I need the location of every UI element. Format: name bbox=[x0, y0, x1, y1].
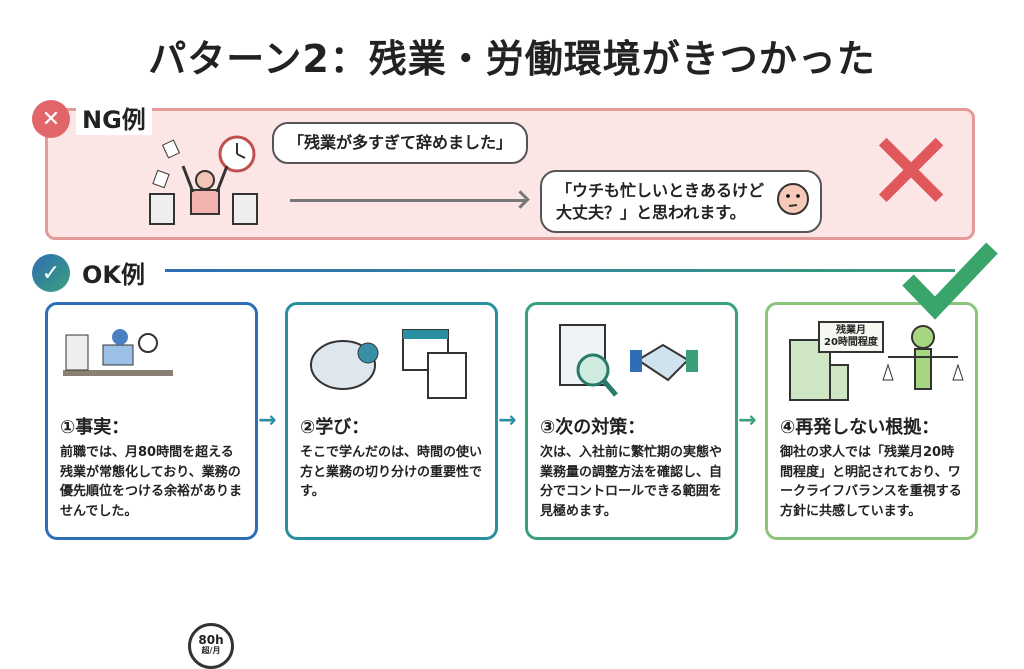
ng-label: NG例 bbox=[76, 100, 152, 135]
big-x-icon: ✕ bbox=[865, 108, 958, 236]
thinking-face-icon bbox=[777, 183, 810, 215]
card-heading: ③次の対策： bbox=[540, 417, 646, 438]
reaction-line: 「ウチも忙しいときあるけど bbox=[556, 181, 765, 200]
arrow-right-icon: → bbox=[738, 408, 757, 433]
brain-calendar-icon bbox=[310, 329, 467, 399]
document-handshake-icon bbox=[559, 324, 698, 397]
overworked-desk-icon bbox=[63, 329, 173, 376]
ok-label: OK例 bbox=[76, 255, 151, 290]
arrow-right-icon: → bbox=[258, 408, 277, 433]
card-text: 前職では、月80時間を超える残業が常態化しており、業務の優先順位をつける余裕があ… bbox=[60, 445, 243, 519]
badge-main: 80h bbox=[198, 633, 224, 647]
interviewer-reaction-bubble: 「ウチも忙しいときあるけど 大丈夫？」と思われます。 bbox=[540, 170, 823, 234]
reaction-line: 大丈夫？」と思われます。 bbox=[556, 202, 746, 222]
sign-line: 20時間程度 bbox=[824, 337, 878, 348]
page-title: パターン2：残業・労働環境がきつかった bbox=[148, 37, 876, 81]
ng-quote-bubble: 「残業が多すぎて辞めました」 bbox=[272, 122, 529, 164]
card-text: 次は、入社前に繁忙期の実態や業務量の調整方法を確認し、自分でコントロールできる範… bbox=[540, 445, 723, 519]
card-heading: ④再発しない根拠： bbox=[780, 417, 940, 438]
card-text: 御社の求人では「残業月20時間程度」と明記されており、ワークライフバランスを重視… bbox=[780, 445, 962, 519]
stressed-worker-icon bbox=[149, 135, 258, 225]
divider bbox=[165, 269, 955, 272]
sign-line: 残業月 bbox=[835, 325, 866, 336]
step-card-learning: ②学び： そこで学んだのは、時間の使い方と業務の切り分けの重要性です。 bbox=[285, 302, 498, 540]
card-text: そこで学んだのは、時間の使い方と業務の切り分けの重要性です。 bbox=[300, 445, 483, 499]
badge-sub: 超/月 bbox=[201, 646, 221, 656]
arrow-right-icon bbox=[290, 199, 525, 202]
card-heading: ②学び： bbox=[300, 417, 370, 438]
big-check-icon bbox=[902, 242, 998, 320]
arrow-right-icon: → bbox=[498, 408, 517, 433]
card-heading: ①事実： bbox=[60, 417, 130, 438]
check-icon: ✓ bbox=[32, 254, 70, 292]
step-card-countermeasure: ③次の対策： 次は、入社前に繁忙期の実態や業務量の調整方法を確認し、自分でコント… bbox=[525, 302, 738, 540]
x-icon: ✕ bbox=[32, 100, 70, 138]
